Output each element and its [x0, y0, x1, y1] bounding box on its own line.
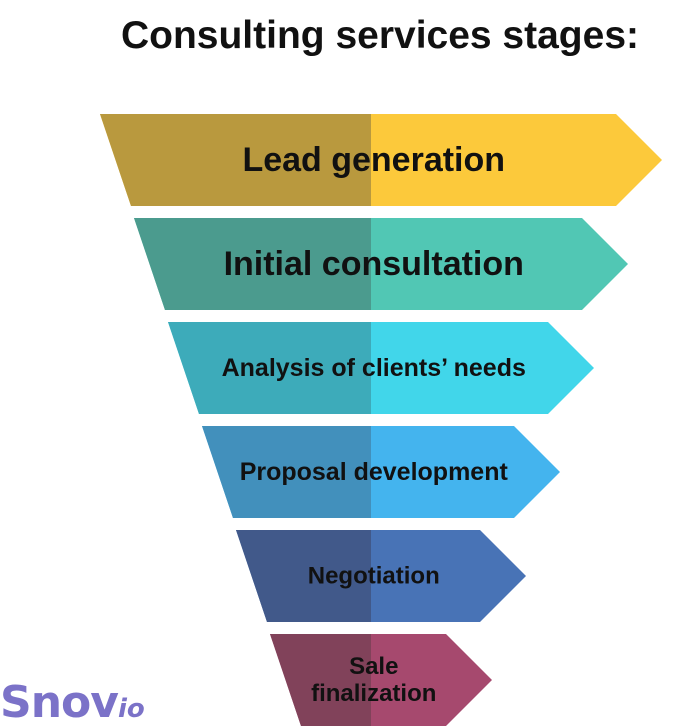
funnel-stage-shade	[270, 634, 371, 726]
funnel-stage-5: Negotiation	[236, 530, 526, 622]
funnel-stage-3: Analysis of clients’ needs	[168, 322, 594, 414]
funnel-stage-1: Lead generation	[100, 114, 662, 206]
funnel-stage-shade	[236, 530, 371, 622]
snovio-logo: Snovio	[0, 677, 145, 728]
funnel-stage-label: Initial consultation	[224, 245, 524, 283]
funnel-stage-label: Analysis of clients’ needs	[222, 354, 526, 382]
funnel-stage-label: Lead generation	[242, 141, 505, 179]
funnel-stage-4: Proposal development	[202, 426, 560, 518]
funnel-stage-shade	[134, 218, 371, 310]
funnel-stage-shade	[168, 322, 371, 414]
logo-sub-text: io	[117, 694, 145, 724]
funnel-stage-label: Sale	[349, 653, 398, 680]
logo-main-text: Snov	[0, 677, 119, 728]
funnel-stage-label: Negotiation	[308, 563, 440, 590]
page-title: Consulting services stages:	[120, 14, 639, 57]
funnel-stage-label: finalization	[311, 680, 436, 707]
funnel-stage-shade	[100, 114, 371, 206]
funnel-stage-label: Proposal development	[240, 458, 509, 486]
funnel-stage-2: Initial consultation	[134, 218, 628, 310]
funnel-stage-shade	[202, 426, 371, 518]
